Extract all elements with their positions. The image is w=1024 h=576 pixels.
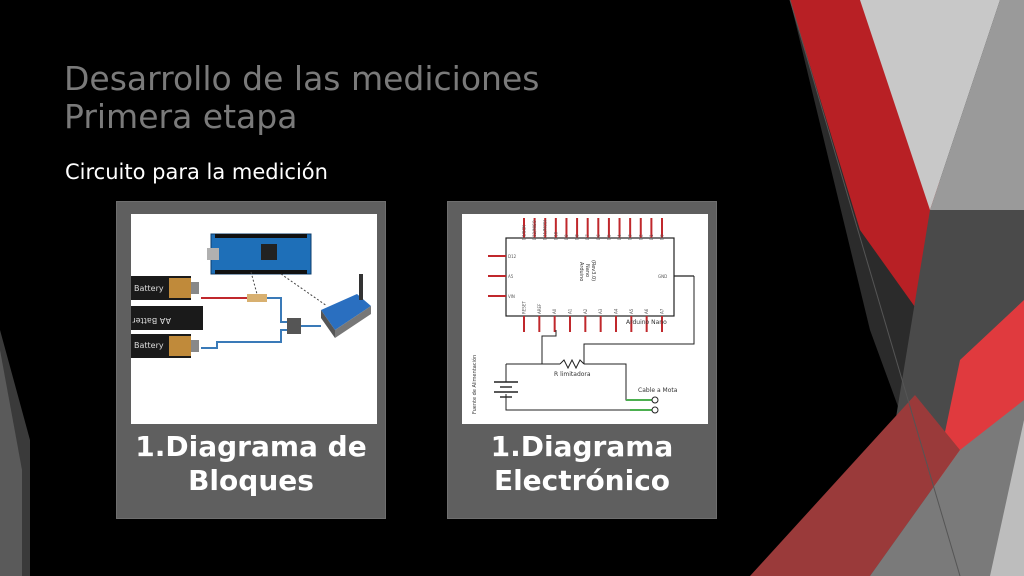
card-title-electronic-diagram: 1.Diagrama Electrónico — [448, 430, 716, 498]
corner-light-shard — [990, 420, 1024, 576]
lower-red-shard — [750, 395, 960, 576]
output-terminal-2 — [651, 406, 659, 414]
schematic-pin-label: D0 — [660, 234, 665, 240]
schematic-pin-label: D1/SCK — [522, 225, 527, 240]
schematic-pin-label: D12/MISO — [532, 220, 537, 240]
card-title-line-1: 1.Diagrama — [490, 430, 674, 463]
schematic-pin-label: A7 — [660, 308, 665, 314]
gnd-wire — [583, 276, 695, 364]
chip-name-line-3: (Rev3.0) — [590, 260, 596, 281]
schematic-pin-label: D11/MOSI — [543, 220, 548, 240]
schematic-pin-label: A6 — [644, 308, 649, 314]
schematic-pin-label: D3 — [628, 234, 633, 240]
microcontroller-chip — [261, 244, 277, 260]
card-block-diagram: Battery AA Batter Battery — [116, 201, 386, 519]
title-line-2: Primera etapa — [64, 97, 298, 136]
battery-label-3: Battery — [134, 341, 164, 350]
resistor-symbol — [559, 358, 585, 370]
schematic-pin-label: A0 — [552, 308, 557, 314]
schematic-pin-label: D7 — [585, 234, 590, 240]
schematic-pin-label: D4 — [617, 234, 622, 240]
output-terminal-1 — [651, 396, 659, 404]
pin-label-left-3: VIN — [508, 294, 515, 299]
chip-name-line-2: Nano — [584, 264, 590, 277]
schematic-pin-label: A2 — [583, 308, 588, 314]
blue-wire-1 — [267, 297, 289, 323]
schematic-pin-label: AREF — [537, 303, 542, 314]
schematic-pin-label: A5 — [629, 308, 634, 314]
light-gray-shard — [860, 0, 1000, 210]
battery-symbol — [494, 381, 518, 398]
card-title-line-2: Electrónico — [493, 464, 671, 497]
antenna — [359, 274, 363, 300]
schematic-pin-label: D1 — [649, 234, 654, 240]
supply-label: Fuente de Alimentación — [471, 355, 478, 414]
battery-label-1: Battery — [134, 284, 164, 293]
card-title-line-2: Bloques — [188, 464, 314, 497]
card-title-block-diagram: 1.Diagrama de Bloques — [117, 430, 385, 498]
dotted-line-2 — [280, 273, 328, 307]
schematic-pin-label: D6 — [596, 234, 601, 240]
schematic-pin-label: D2 — [638, 234, 643, 240]
battery-2 — [131, 306, 203, 330]
schematic-pin-label: A3 — [598, 308, 603, 314]
top-pin-row: D1/SCK D12/MISO D11/MOSI D10 D9 D8 D7 D6 D5 D4 D3 D… — [522, 218, 665, 240]
a0-wire — [541, 330, 557, 364]
schematic-pin-label: RESET — [522, 301, 527, 314]
shard-edge-line — [789, 0, 961, 576]
ground-wire — [505, 394, 652, 411]
resistor-label: R limitadora — [554, 371, 591, 378]
card-title-line-1: 1.Diagrama de — [135, 430, 367, 463]
mote-device — [321, 274, 371, 338]
title-line-1: Desarrollo de las mediciones — [64, 59, 540, 98]
header-pins — [215, 234, 307, 274]
slide-subtitle: Circuito para la medición — [65, 160, 328, 184]
schematic-pin-label: D8 — [575, 234, 580, 240]
schematic-pin-label: D5 — [606, 234, 611, 240]
bottom-pin-row: RESET AREF A0 A1 A2 A3 A4 A5 A6 A7 — [522, 301, 665, 332]
board-label: Arduino Nano — [626, 319, 667, 326]
left-pin-row: D12 A5 VIN — [488, 254, 517, 299]
schematic-pin-label: A1 — [568, 308, 573, 314]
schematic-pin-label: D10 — [553, 231, 558, 240]
schematic-pin-label: A4 — [614, 308, 619, 314]
chip-name-line-1: Arduino — [578, 262, 584, 281]
schematic-pin-label: D9 — [564, 234, 569, 240]
blue-wire-2 — [201, 329, 289, 349]
usb-port — [207, 248, 219, 260]
connector — [287, 318, 301, 334]
dotted-line-1 — [250, 271, 258, 295]
mid-gray-shard — [930, 0, 1024, 210]
resistor — [247, 294, 267, 302]
battery-pack: Battery AA Batter Battery — [131, 276, 203, 358]
pin-label-right: GND — [658, 274, 667, 279]
signal-wire — [584, 363, 652, 401]
battery-label-2: AA Batter — [132, 316, 171, 325]
slide-title: Desarrollo de las mediciones Primera eta… — [64, 60, 539, 136]
pin-label-left-1: D12 — [508, 254, 517, 259]
block-diagram-image: Battery AA Batter Battery — [131, 214, 377, 424]
left-light-shard — [0, 350, 22, 576]
lower-gray-shard — [870, 400, 1024, 576]
pin-label-left-2: A5 — [508, 274, 514, 279]
output-label: Cable a Mota — [638, 387, 678, 394]
